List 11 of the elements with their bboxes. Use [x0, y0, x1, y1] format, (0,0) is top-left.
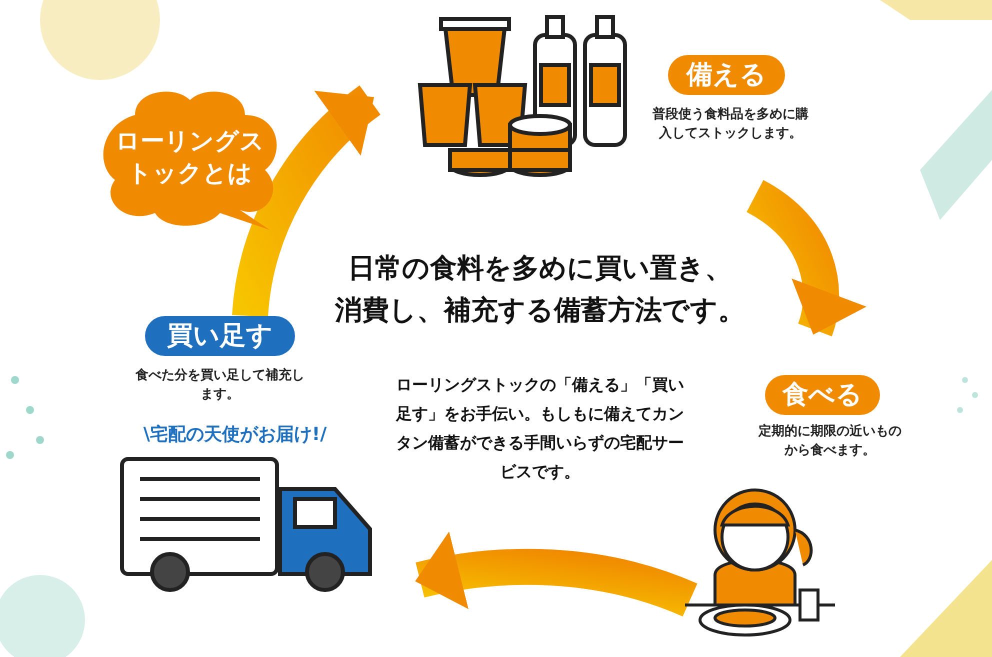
arrow	[415, 532, 697, 617]
arrow	[232, 86, 382, 318]
main-message: 日常の食料を多めに買い置き、消費し、補充する備蓄方法です。	[334, 252, 746, 328]
description-text: 食べた分を買い足して補充します。	[135, 366, 305, 404]
service-description: ローリングストックの「備える」「買い足す」をお手伝い。もしもに備えてカンタン備蓄ができる手間いらずの宅配サービスです。	[394, 374, 685, 483]
heading-pill: 食べる	[765, 375, 880, 415]
heading-pill: 買い足す	[145, 316, 295, 356]
slogan-text: \宅配の天使がお届け!/	[142, 423, 328, 446]
description-text: 定期的に期限の近いものから食べます。	[757, 422, 902, 460]
heading-pill: 備える	[668, 55, 785, 95]
description-text: 普段使う食料品を多めに購入してストックします。	[652, 106, 810, 143]
